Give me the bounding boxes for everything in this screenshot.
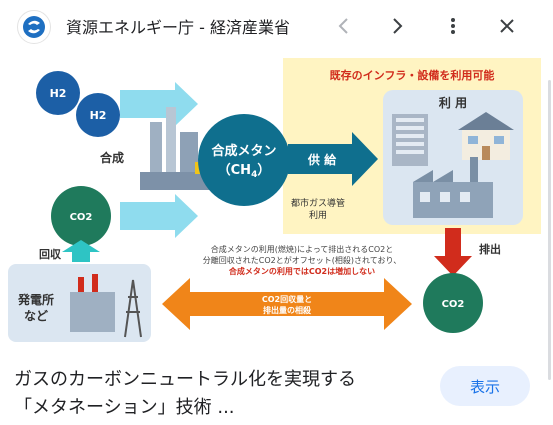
usage-label: 利 用 — [439, 95, 467, 110]
co2-input-arrow — [120, 194, 198, 238]
supply-label: 供 給 — [307, 152, 337, 167]
close-icon — [500, 19, 514, 33]
methane-formula-subscript: 4 — [251, 170, 257, 180]
power-plant-sub-label: など — [24, 309, 48, 323]
offset-note-line2: 分離回収されたCO2とがオフセット(相殺)されており、 — [203, 255, 401, 265]
h2-top-label: H2 — [50, 87, 67, 100]
more-options-button[interactable] — [436, 9, 470, 43]
recovery-label: 回収 — [39, 247, 62, 261]
supply-arrow — [288, 132, 378, 186]
recovery-arrow — [62, 240, 100, 262]
close-button[interactable] — [490, 9, 524, 43]
infra-title: 既存のインフラ・設備を利用可能 — [330, 68, 495, 82]
scrollbar[interactable] — [548, 80, 551, 380]
offset-note-line3: 合成メタンの利用ではCO2は増加しない — [228, 266, 375, 276]
forward-arrow-icon — [393, 18, 403, 34]
h2-input-arrow — [120, 82, 198, 126]
house-icon — [458, 112, 514, 160]
emission-arrow — [434, 228, 472, 276]
co2-emitted-circle — [423, 273, 483, 333]
methane-formula-open: （CH — [218, 162, 251, 178]
offset-label: CO2回収量と — [262, 294, 312, 304]
view-button[interactable]: 表示 — [440, 366, 530, 406]
factory-icon — [413, 157, 493, 218]
page-title: 資源エネルギー庁 - 経済産業省 — [66, 18, 290, 37]
image-caption[interactable]: ガスのカーボンニュートラル化を実現する 「メタネーション」技術 ... — [14, 366, 414, 422]
methane-label: 合成メタン — [211, 143, 276, 159]
more-vert-icon — [451, 18, 455, 34]
power-plant-icon — [70, 274, 142, 338]
power-plant-label: 発電所 — [17, 292, 54, 307]
back-button[interactable] — [327, 9, 361, 43]
offset-double-arrow — [162, 278, 412, 330]
forward-button[interactable] — [380, 9, 414, 43]
emission-label: 排出 — [479, 242, 501, 256]
co2-recovered-circle — [51, 186, 111, 246]
h2-top-circle — [36, 71, 80, 115]
caption-line-2: 「メタネーション」技術 ... — [14, 397, 235, 418]
co2-right-label: CO2 — [442, 299, 465, 310]
synthetic-methane-circle — [198, 114, 290, 206]
synthesis-label: 合成 — [100, 150, 124, 165]
h2-mid-circle — [76, 93, 120, 137]
co2-left-label: CO2 — [70, 212, 93, 223]
methane-formula: （CH4） — [218, 162, 271, 180]
agency-logo-icon — [17, 10, 51, 44]
viewer-header: 資源エネルギー庁 - 経済産業省 — [0, 0, 553, 52]
office-building-icon — [392, 114, 428, 166]
back-arrow-icon — [338, 18, 348, 34]
methane-formula-close: ） — [257, 162, 270, 178]
pipeline-use-label: 利用 — [309, 209, 327, 221]
offset-note-line1: 合成メタンの利用(燃焼)によって排出されるCO2と — [211, 244, 394, 254]
methanation-diagram-image[interactable]: 既存のインフラ・設備を利用可能 利 用 — [0, 52, 553, 344]
pipeline-label: 都市ガス導管 — [291, 197, 345, 209]
h2-mid-label: H2 — [90, 109, 107, 122]
offset-sub-label: 排出量の相殺 — [263, 305, 312, 315]
caption-line-1: ガスのカーボンニュートラル化を実現する — [14, 369, 356, 390]
